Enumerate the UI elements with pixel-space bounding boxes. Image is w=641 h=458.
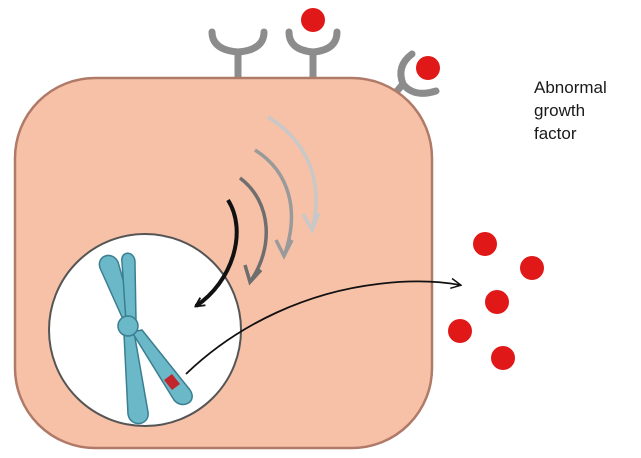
growth-factor-bound (416, 56, 440, 80)
growth-factor-free (491, 346, 515, 370)
growth-factor-label: Abnormal growth factor (534, 78, 607, 143)
growth-factor-free (473, 232, 497, 256)
label-line-1: Abnormal (534, 78, 607, 97)
growth-factor-free (520, 256, 544, 280)
label-line-2: growth (534, 101, 585, 120)
growth-factor-bound (301, 8, 325, 32)
growth-factor-free (485, 290, 509, 314)
receptor (212, 32, 264, 84)
label-line-3: factor (534, 124, 577, 143)
receptor-bound (289, 32, 337, 84)
growth-factor-free (448, 319, 472, 343)
